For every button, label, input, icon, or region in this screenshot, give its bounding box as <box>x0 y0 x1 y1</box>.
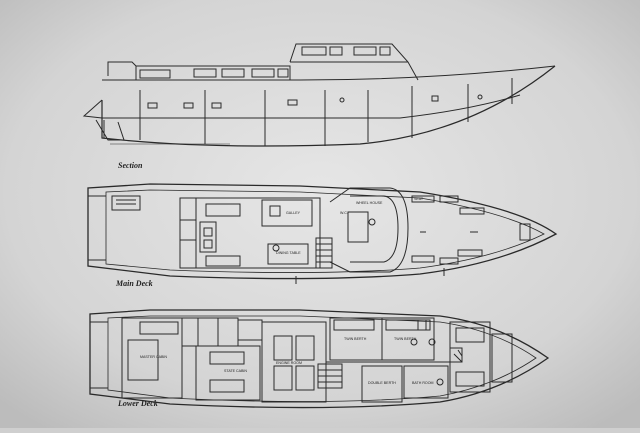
room-label-wc: W.C. <box>340 211 348 215</box>
room-label-engine-room: ENGINE ROOM <box>276 361 302 365</box>
main-deck-title: Main Deck <box>116 279 153 288</box>
room-label-master-cabin: MASTER CABIN <box>140 355 167 359</box>
section-title: Section <box>118 161 143 170</box>
section-profile <box>82 43 556 147</box>
room-label-wheel-house: WHEEL HOUSE <box>356 201 383 205</box>
room-label-bath-room: BATH ROOM <box>412 381 434 385</box>
room-label-seat: SEAT <box>414 197 424 201</box>
room-label-galley: GALLEY <box>286 211 301 215</box>
lower-deck-room-labels: MASTER CABIN STATE CABIN ENGINE ROOM TWI… <box>140 337 434 385</box>
room-label-twin-berth-2: TWIN BERTH <box>394 337 417 341</box>
room-label-dining-table: DINING TABLE <box>276 251 301 255</box>
lower-deck-plan <box>89 309 550 409</box>
room-label-double-berth: DOUBLE BERTH <box>368 381 396 385</box>
lower-deck-title: Lower Deck <box>118 399 158 408</box>
room-label-twin-berth-1: TWIN BERTH <box>344 337 367 341</box>
room-label-state-cabin: STATE CABIN <box>224 369 247 373</box>
main-deck-room-labels: GALLEY W.C. WHEEL HOUSE DINING TABLE SEA… <box>276 197 424 255</box>
main-deck-plan <box>87 183 558 284</box>
